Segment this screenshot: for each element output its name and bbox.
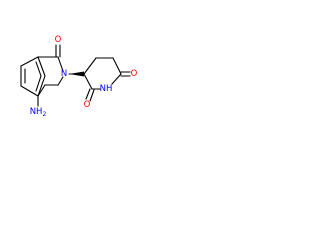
bond (20, 56, 39, 67)
bond (20, 85, 39, 97)
lenalidomide-structure: O N NH2 NH O O (20, 35, 138, 118)
bond (112, 57, 122, 75)
atom-o-right: O (131, 69, 138, 79)
bond-double (85, 88, 91, 100)
bond-double (89, 89, 95, 102)
bond (83, 57, 97, 75)
bond (57, 76, 64, 86)
bond (37, 84, 46, 97)
bond-inner (35, 75, 42, 92)
stereo-wedge (69, 71, 84, 77)
atom-nh-imide: NH (100, 84, 113, 94)
atom-n-ring: N (61, 69, 67, 79)
atom-o-lower: O (84, 100, 91, 110)
bond (57, 56, 64, 72)
bond (37, 75, 46, 97)
bond (111, 73, 122, 85)
atom-labels: O N NH2 NH O O (30, 35, 138, 118)
bond (37, 56, 46, 77)
bond-inner (35, 61, 42, 77)
atom-o-top: O (55, 35, 62, 45)
atom-nh2-main: NH (30, 107, 43, 117)
bond (83, 73, 93, 90)
atom-nh2-subscript: 2 (42, 111, 46, 118)
bonds (20, 44, 131, 107)
atom-nh2: NH2 (30, 107, 47, 118)
